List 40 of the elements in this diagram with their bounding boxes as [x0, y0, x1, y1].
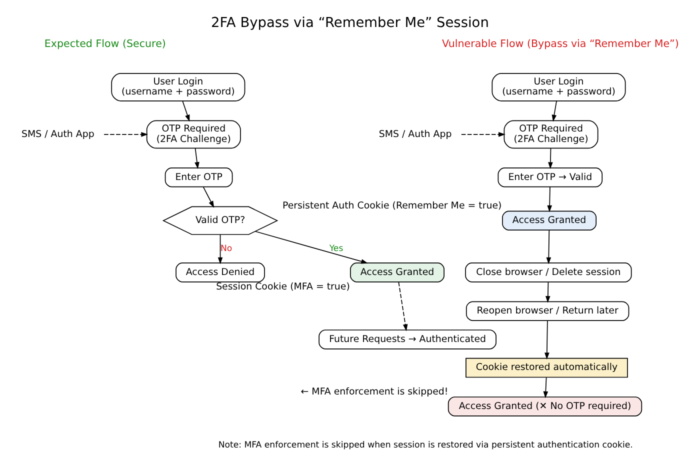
node-box: Access Granted (✕ No OTP required) [448, 396, 642, 416]
edge-label: Yes [329, 244, 344, 254]
node-label: Persistent Auth Cookie (Remember Me = true) [282, 200, 502, 212]
node-box: Cookie restored automatically [466, 358, 628, 378]
node-box: Access Granted [350, 262, 444, 282]
arrow [398, 282, 408, 332]
arrow [543, 377, 548, 398]
diagram-title: 2FA Bypass via “Remember Me” Session [211, 14, 489, 31]
arrow [194, 148, 200, 170]
node-box: Future Requests → Authenticated [318, 330, 496, 350]
arrow [548, 148, 553, 170]
label: Vulnerable Flow (Bypass via “Remember Me”) [442, 38, 679, 50]
node-label: Session Cookie (MFA = true) [216, 281, 350, 292]
node-box: Access Denied [176, 262, 265, 282]
arrow [544, 320, 550, 360]
arrow [254, 230, 368, 264]
node-box: OTP Required (2FA Challenge) [146, 120, 241, 149]
node-box: Access Granted [502, 210, 597, 230]
node-label: ← MFA enforcement is skipped! [300, 386, 448, 398]
edge-label: No [220, 244, 232, 254]
arrow [546, 230, 552, 264]
label: Note: MFA enforcement is skipped when session is restored via persistent authentication cookie. [218, 440, 633, 450]
arrow [552, 100, 557, 122]
arrow [218, 234, 223, 264]
node-box: Close browser / Delete session [465, 262, 632, 282]
arrow [547, 186, 552, 212]
node-box: Reopen browser / Return later [466, 301, 630, 321]
arrow [104, 132, 148, 137]
arrow [182, 100, 190, 122]
label: Expected Flow (Secure) [44, 38, 166, 50]
node-box: User Login (username + password) [492, 73, 626, 102]
node-box: User Login (username + password) [111, 73, 246, 102]
node-box: Enter OTP [164, 168, 233, 188]
node-box: OTP Required (2FA Challenge) [504, 120, 598, 149]
node-text: SMS / Auth App [21, 128, 94, 140]
node-text: SMS / Auth App [378, 128, 452, 140]
node-box: Enter OTP → Valid [498, 168, 603, 188]
arrow [546, 282, 550, 303]
arrow [461, 132, 506, 137]
arrow [202, 186, 214, 208]
